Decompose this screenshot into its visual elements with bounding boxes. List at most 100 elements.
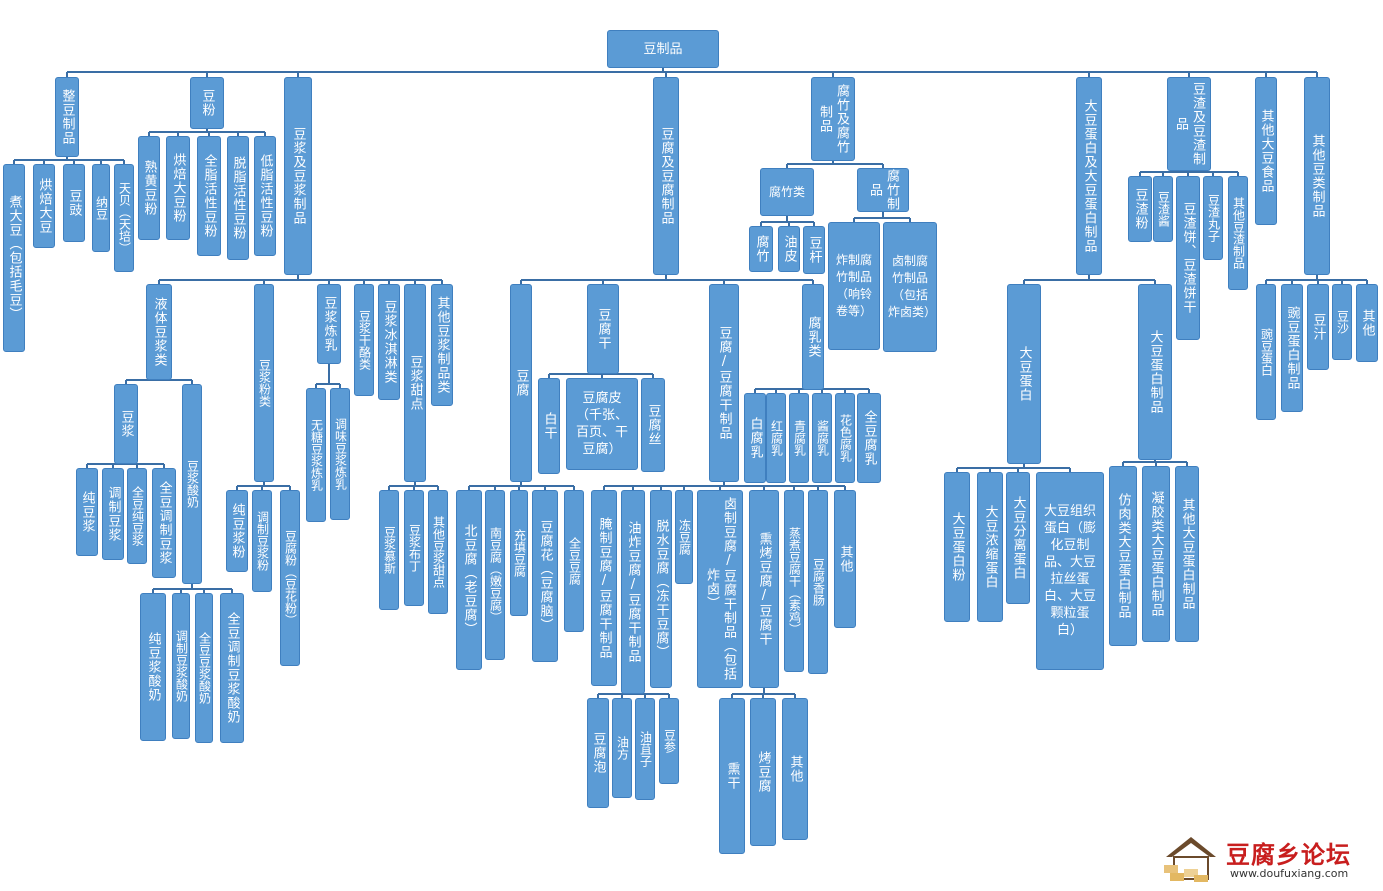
node-label: 油方 xyxy=(615,736,630,760)
node-qita-doujiang: 其他豆浆制品类 xyxy=(431,284,453,406)
node-label: 卤制豆腐/豆腐干制品（包括炸卤） xyxy=(704,497,736,681)
watermark-url: www.doufuxiang.com xyxy=(1230,867,1349,880)
node-doufen: 豆粉 xyxy=(190,77,224,129)
node-dougan-gan: 豆杆 xyxy=(803,226,825,274)
node-xungan: 熏干 xyxy=(719,698,745,854)
node-fuzhu-zhipin: 腐竹制品 xyxy=(857,168,909,212)
node-label: 豆浆干酪类 xyxy=(357,310,372,370)
node-chun-doujiang: 纯豆浆 xyxy=(76,468,98,556)
node-danbai-zhipin: 大豆蛋白制品 xyxy=(1138,284,1172,460)
node-bingqilin: 豆浆冰淇淋类 xyxy=(378,284,400,400)
node-label: 调制豆浆酸奶 xyxy=(174,630,189,702)
node-label: 豆浆粉类 xyxy=(257,359,272,407)
node-label: 豆腐皮（千张、百页、干豆腐） xyxy=(575,391,628,457)
node-label: 其他 xyxy=(1359,309,1375,337)
node-nan-doufu: 南豆腐（嫩豆腐） xyxy=(485,490,505,660)
node-label: 豆浆冰淇淋类 xyxy=(381,300,397,384)
node-label: 仿肉类大豆蛋白制品 xyxy=(1115,493,1131,619)
node-label: 大豆分离蛋白 xyxy=(1010,496,1026,580)
node-douzha-bing: 豆渣饼、豆渣饼干 xyxy=(1176,176,1200,340)
node-doufusi: 豆腐丝 xyxy=(641,378,665,472)
node-label: 腐竹 xyxy=(753,235,769,263)
node-label: 豆渣酱 xyxy=(1156,191,1171,227)
node-quanzhi: 全脂活性豆粉 xyxy=(197,136,221,256)
node-label: 其他 xyxy=(787,755,803,783)
node-dou-paopao: 豆腐泡 xyxy=(587,698,609,808)
node-quan-suannai: 全豆豆浆酸奶 xyxy=(195,593,213,743)
node-xiangchang: 豆腐香肠 xyxy=(808,490,828,674)
node-tiaozhi-doujiang: 调制豆浆 xyxy=(102,468,124,560)
node-fenli: 大豆分离蛋白 xyxy=(1006,472,1030,604)
node-label: 豆腐干 xyxy=(595,308,611,350)
node-label: 大豆浓缩蛋白 xyxy=(982,505,998,589)
node-label: 豆浆及豆浆制品 xyxy=(290,127,306,225)
node-label: 大豆蛋白粉 xyxy=(949,512,965,582)
node-tiandian: 豆浆甜点 xyxy=(404,284,426,482)
node-label: 豆浆甜点 xyxy=(407,355,423,411)
node-label: 大豆蛋白制品 xyxy=(1147,330,1163,414)
node-label: 北豆腐（老豆腐） xyxy=(461,524,477,636)
node-label: 天贝（天培） xyxy=(117,182,132,254)
node-wandou-zhipin: 豌豆蛋白制品 xyxy=(1281,284,1303,412)
node-label: 调制豆浆 xyxy=(105,486,121,542)
node-label: 熏干 xyxy=(724,762,740,790)
node-dong-doufu: 冻豆腐 xyxy=(675,490,693,584)
node-label: 全豆豆腐 xyxy=(567,537,582,585)
node-tiao-fen: 调制豆浆粉 xyxy=(252,490,272,592)
node-label: 其他豆浆制品类 xyxy=(434,296,450,394)
node-label: 其他豆类制品 xyxy=(1309,134,1325,218)
node-label: 脱脂活性豆粉 xyxy=(230,156,246,240)
node-label: 豆制品 xyxy=(643,41,683,57)
node-label: 豆渣饼、豆渣饼干 xyxy=(1180,202,1196,314)
node-label: 豆浆酸奶 xyxy=(185,460,200,508)
node-youpi: 油皮 xyxy=(778,226,800,272)
node-doujiang-zhipin: 豆浆及豆浆制品 xyxy=(284,77,312,275)
node-zhengzhu: 蒸煮豆腐干（素鸡） xyxy=(784,490,804,672)
node-doufu: 豆腐 xyxy=(510,284,532,482)
node-label: 其他大豆食品 xyxy=(1258,109,1274,193)
node-budding: 豆浆布丁 xyxy=(404,490,424,606)
node-douzha-wanzi: 豆渣丸子 xyxy=(1203,176,1223,260)
node-label: 油炸豆腐/豆腐干制品 xyxy=(625,521,641,663)
node-label: 调制豆浆粉 xyxy=(255,511,270,571)
node-label: 南豆腐（嫩豆腐） xyxy=(488,527,503,623)
node-label: 腌制豆腐/豆腐干制品 xyxy=(596,517,612,659)
node-label: 油苴子 xyxy=(638,731,653,767)
node-qita-shipin: 其他大豆食品 xyxy=(1255,77,1277,225)
node-chun-suannai: 纯豆浆酸奶 xyxy=(140,593,166,741)
node-yanzhi: 腌制豆腐/豆腐干制品 xyxy=(591,490,617,686)
node-label: 腐竹类 xyxy=(768,184,805,199)
node-bei-doufu: 北豆腐（老豆腐） xyxy=(456,490,482,670)
node-label: 白腐乳 xyxy=(747,417,763,459)
node-qing-furu: 青腐乳 xyxy=(789,393,809,483)
node-quandou-furu: 全豆腐乳 xyxy=(857,393,881,483)
node-label: 豆参 xyxy=(662,729,677,753)
node-ganlao: 豆浆干酪类 xyxy=(354,284,374,396)
node-label: 纯豆浆 xyxy=(79,491,95,533)
node-label: 煮大豆（包括毛豆） xyxy=(6,195,22,321)
node-label: 豆浆布丁 xyxy=(407,524,422,572)
node-label: 豌豆蛋白制品 xyxy=(1284,306,1300,390)
node-label: 纯豆浆粉 xyxy=(229,503,245,559)
node-fuzhu-leaf: 腐竹 xyxy=(749,226,773,272)
node-doufugan: 豆腐干 xyxy=(587,284,619,374)
node-label: 豆腐丝 xyxy=(645,404,661,446)
node-ningjiao: 凝胶类大豆蛋白制品 xyxy=(1142,466,1170,642)
node-tianbei: 天贝（天培） xyxy=(114,164,134,272)
node-tuozhi: 脱脂活性豆粉 xyxy=(227,136,249,260)
node-label: 烘焙大豆粉 xyxy=(170,153,186,223)
node-quan-tiao-suannai: 全豆调制豆浆酸奶 xyxy=(220,593,244,743)
node-doufu-zhipin: 豆腐及豆腐制品 xyxy=(653,77,679,275)
node-chun-fen: 纯豆浆粉 xyxy=(226,490,248,572)
node-label: 豆腐及豆腐制品 xyxy=(658,127,674,225)
node-label: 全豆调制豆浆 xyxy=(156,481,172,565)
node-douzha-zhipin: 豆渣及豆渣制品 xyxy=(1167,77,1211,171)
node-label: 全豆豆浆酸奶 xyxy=(197,632,212,704)
node-label: 其他豆渣制品 xyxy=(1231,197,1246,269)
node-label: 全豆腐乳 xyxy=(861,410,877,466)
node-label: 豆渣及豆渣制品 xyxy=(1173,82,1205,166)
node-douhua: 豆腐花（豆腐脑） xyxy=(532,490,558,662)
node-danbai: 大豆蛋白及大豆蛋白制品 xyxy=(1076,77,1102,275)
node-label: 豆杆 xyxy=(806,236,822,264)
